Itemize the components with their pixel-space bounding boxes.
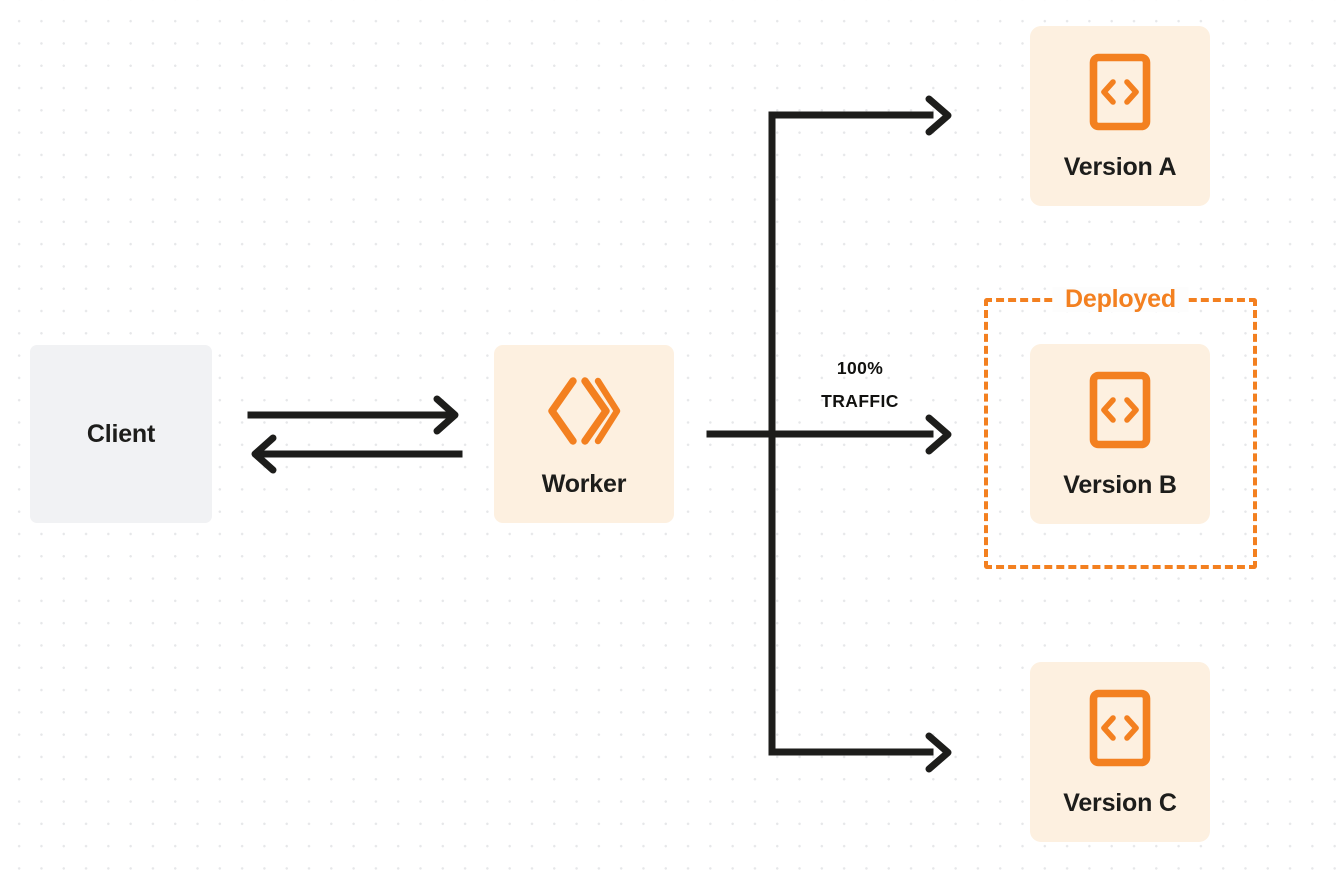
deployed-group-boundary: Deployed (984, 287, 1257, 569)
code-file-icon (1089, 689, 1151, 767)
worker-label: Worker (541, 469, 627, 498)
arrow-worker-to-versions-trunk (706, 111, 934, 756)
arrow-worker-to-client (251, 434, 463, 474)
client-label: Client (86, 419, 156, 448)
version-b-label: Version B (1063, 470, 1177, 499)
version-c-node[interactable]: Version C (1030, 662, 1210, 842)
arrow-worker-to-version-b (925, 414, 952, 455)
traffic-percent: 100% (836, 358, 884, 378)
deployed-group-label: Deployed (1052, 287, 1189, 312)
version-a-label: Version A (1063, 152, 1177, 181)
code-file-icon (1089, 371, 1151, 449)
version-a-node[interactable]: Version A (1030, 26, 1210, 206)
client-node[interactable]: Client (30, 345, 212, 523)
arrow-client-to-worker (247, 395, 459, 435)
version-b-node[interactable]: Version B (1030, 344, 1210, 524)
arrow-worker-to-version-c (768, 732, 952, 773)
traffic-caption: TRAFFIC (821, 391, 899, 412)
arrow-worker-to-version-a (768, 95, 952, 136)
worker-node[interactable]: Worker (494, 345, 674, 523)
version-c-label: Version C (1063, 788, 1177, 817)
cloudflare-workers-logo-icon (545, 372, 623, 450)
code-file-icon (1089, 53, 1151, 131)
traffic-label: 100% TRAFFIC (790, 352, 930, 419)
